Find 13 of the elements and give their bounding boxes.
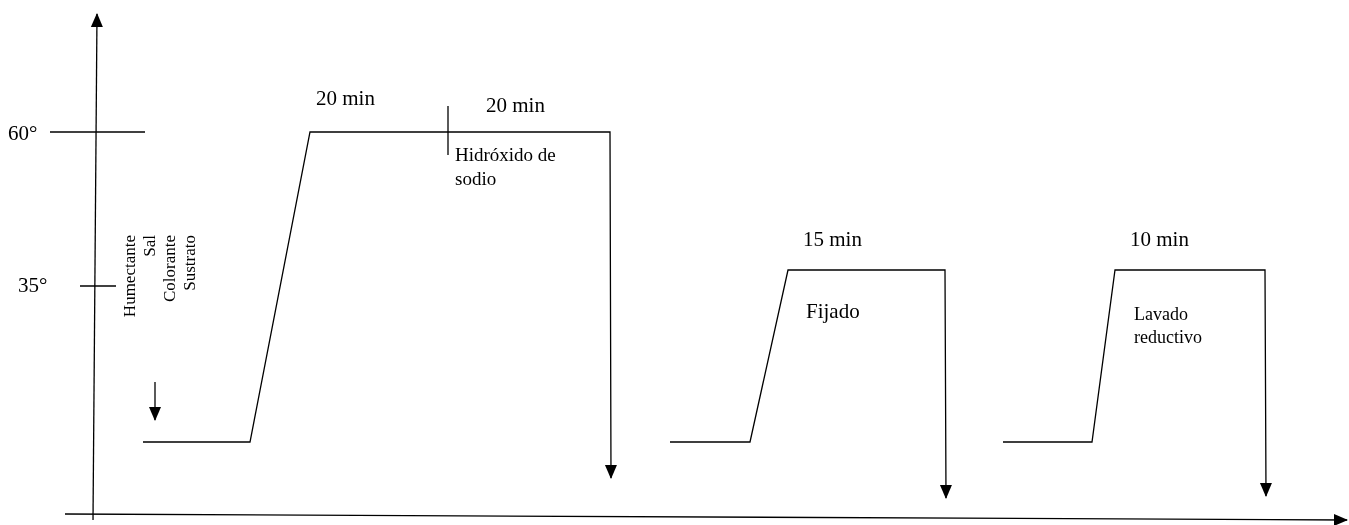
step-label: Fijado	[806, 298, 860, 325]
duration-label: 10 min	[1130, 226, 1189, 253]
additive-label: Sal	[141, 235, 158, 257]
additive-label: Humectante	[121, 235, 138, 318]
additive-label: Hidróxido de sodio	[455, 143, 557, 191]
additive-label: Sustrato	[181, 235, 198, 291]
axis-tick-label: 35°	[18, 272, 48, 299]
duration-label: 20 min	[316, 85, 375, 112]
duration-label: 20 min	[486, 92, 545, 119]
duration-label: 15 min	[803, 226, 862, 253]
axis-tick-label: 60°	[8, 120, 38, 147]
step-label: Lavado reductivo	[1134, 303, 1203, 348]
additive-label: Colorante	[161, 235, 178, 303]
